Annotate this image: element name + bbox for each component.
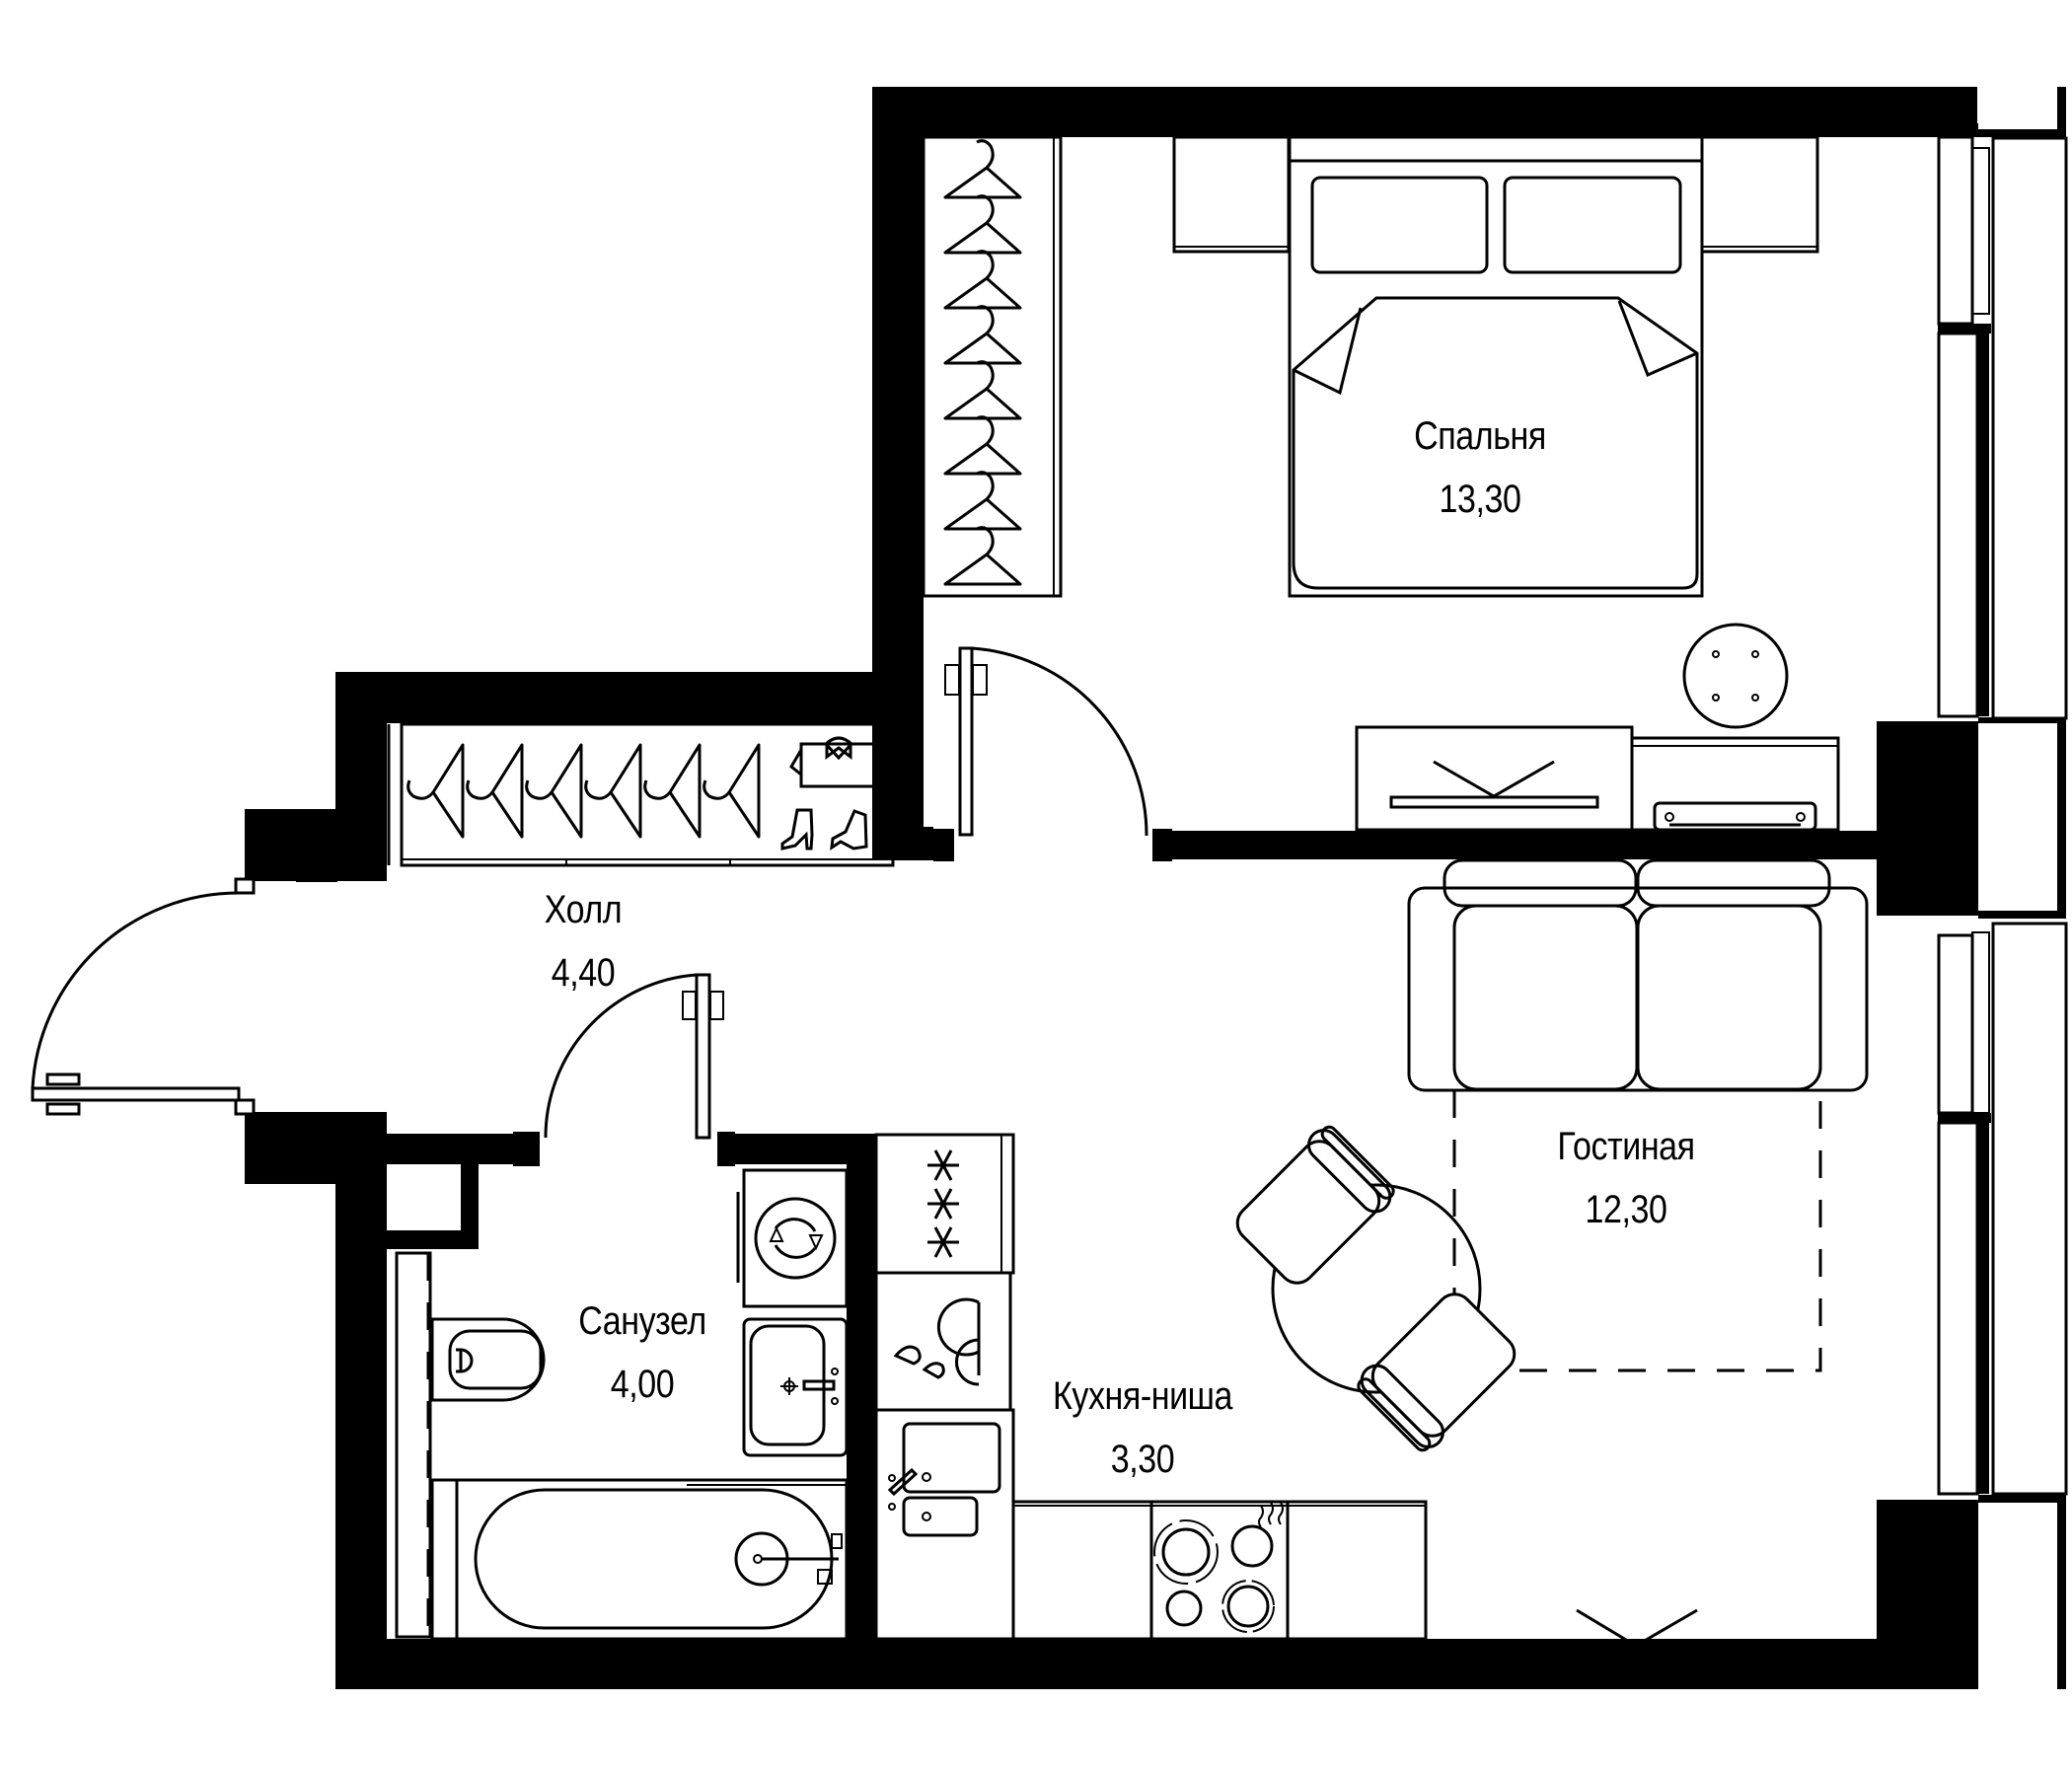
wardrobe-hanger-icon — [407, 743, 465, 839]
room-area: 4,00 — [610, 1363, 675, 1406]
desk-laptop-icon — [1630, 736, 1840, 832]
room-label-bathroom: Санузел 4,00 — [567, 1290, 717, 1416]
chair-icon — [1357, 1293, 1517, 1452]
room-name: Спальня — [1414, 414, 1546, 458]
washbasin-icon — [742, 1317, 849, 1457]
kitchen-sink-icon — [874, 1408, 1015, 1641]
bathtub-icon — [430, 1478, 849, 1641]
washing-machine-icon — [736, 1168, 849, 1308]
hall-wardrobe — [387, 722, 895, 867]
kitchen-counter — [1011, 1500, 1428, 1641]
towel-rail-icon — [395, 1251, 432, 1639]
room-name: Санузел — [578, 1299, 706, 1343]
room-name: Холл — [544, 888, 623, 931]
shirt-icon — [789, 736, 878, 788]
boots-icon — [780, 808, 868, 851]
window-icon — [1937, 135, 2068, 720]
chair-icon — [1235, 1125, 1395, 1285]
room-name: Кухня-ниша — [1052, 1374, 1233, 1418]
room-label-bedroom: Спальня 13,30 — [1402, 405, 1557, 531]
walls — [245, 87, 2066, 1689]
right-nightstand — [1700, 135, 1819, 254]
toilet-icon — [430, 1317, 546, 1402]
room-label-living: Гостиная 12,30 — [1545, 1115, 1707, 1241]
room-area: 12,30 — [1585, 1188, 1667, 1231]
window-icon — [1937, 922, 2068, 1496]
bedroom-wardrobe — [922, 135, 1063, 598]
fridge-icon — [874, 1133, 1015, 1275]
room-label-kitchen: Кухня-ниша 3,30 — [1037, 1365, 1248, 1491]
dishwasher-icon — [874, 1271, 1012, 1412]
room-area: 13,30 — [1439, 478, 1521, 521]
wardrobe-hanger-icon — [943, 139, 1022, 199]
bathroom-door[interactable] — [513, 973, 735, 1166]
dining-table-icon — [1271, 1183, 1482, 1394]
left-nightstand — [1172, 135, 1291, 254]
tv-icon — [1497, 1608, 1776, 1658]
double-bed-icon — [1288, 135, 1704, 598]
room-name: Гостиная — [1557, 1125, 1695, 1168]
round-rug-icon — [1682, 623, 1789, 729]
tv-cabinet — [1355, 725, 1634, 832]
room-area: 3,30 — [1110, 1438, 1175, 1481]
bedroom-door[interactable] — [933, 646, 1172, 861]
sofa-icon — [1407, 858, 1869, 1092]
hob-icon — [1153, 1502, 1284, 1633]
room-area: 4,40 — [551, 951, 616, 995]
entry-door[interactable] — [31, 877, 256, 1116]
room-label-hall: Холл 4,40 — [538, 878, 629, 1004]
rug-outline — [1452, 1090, 1822, 1372]
